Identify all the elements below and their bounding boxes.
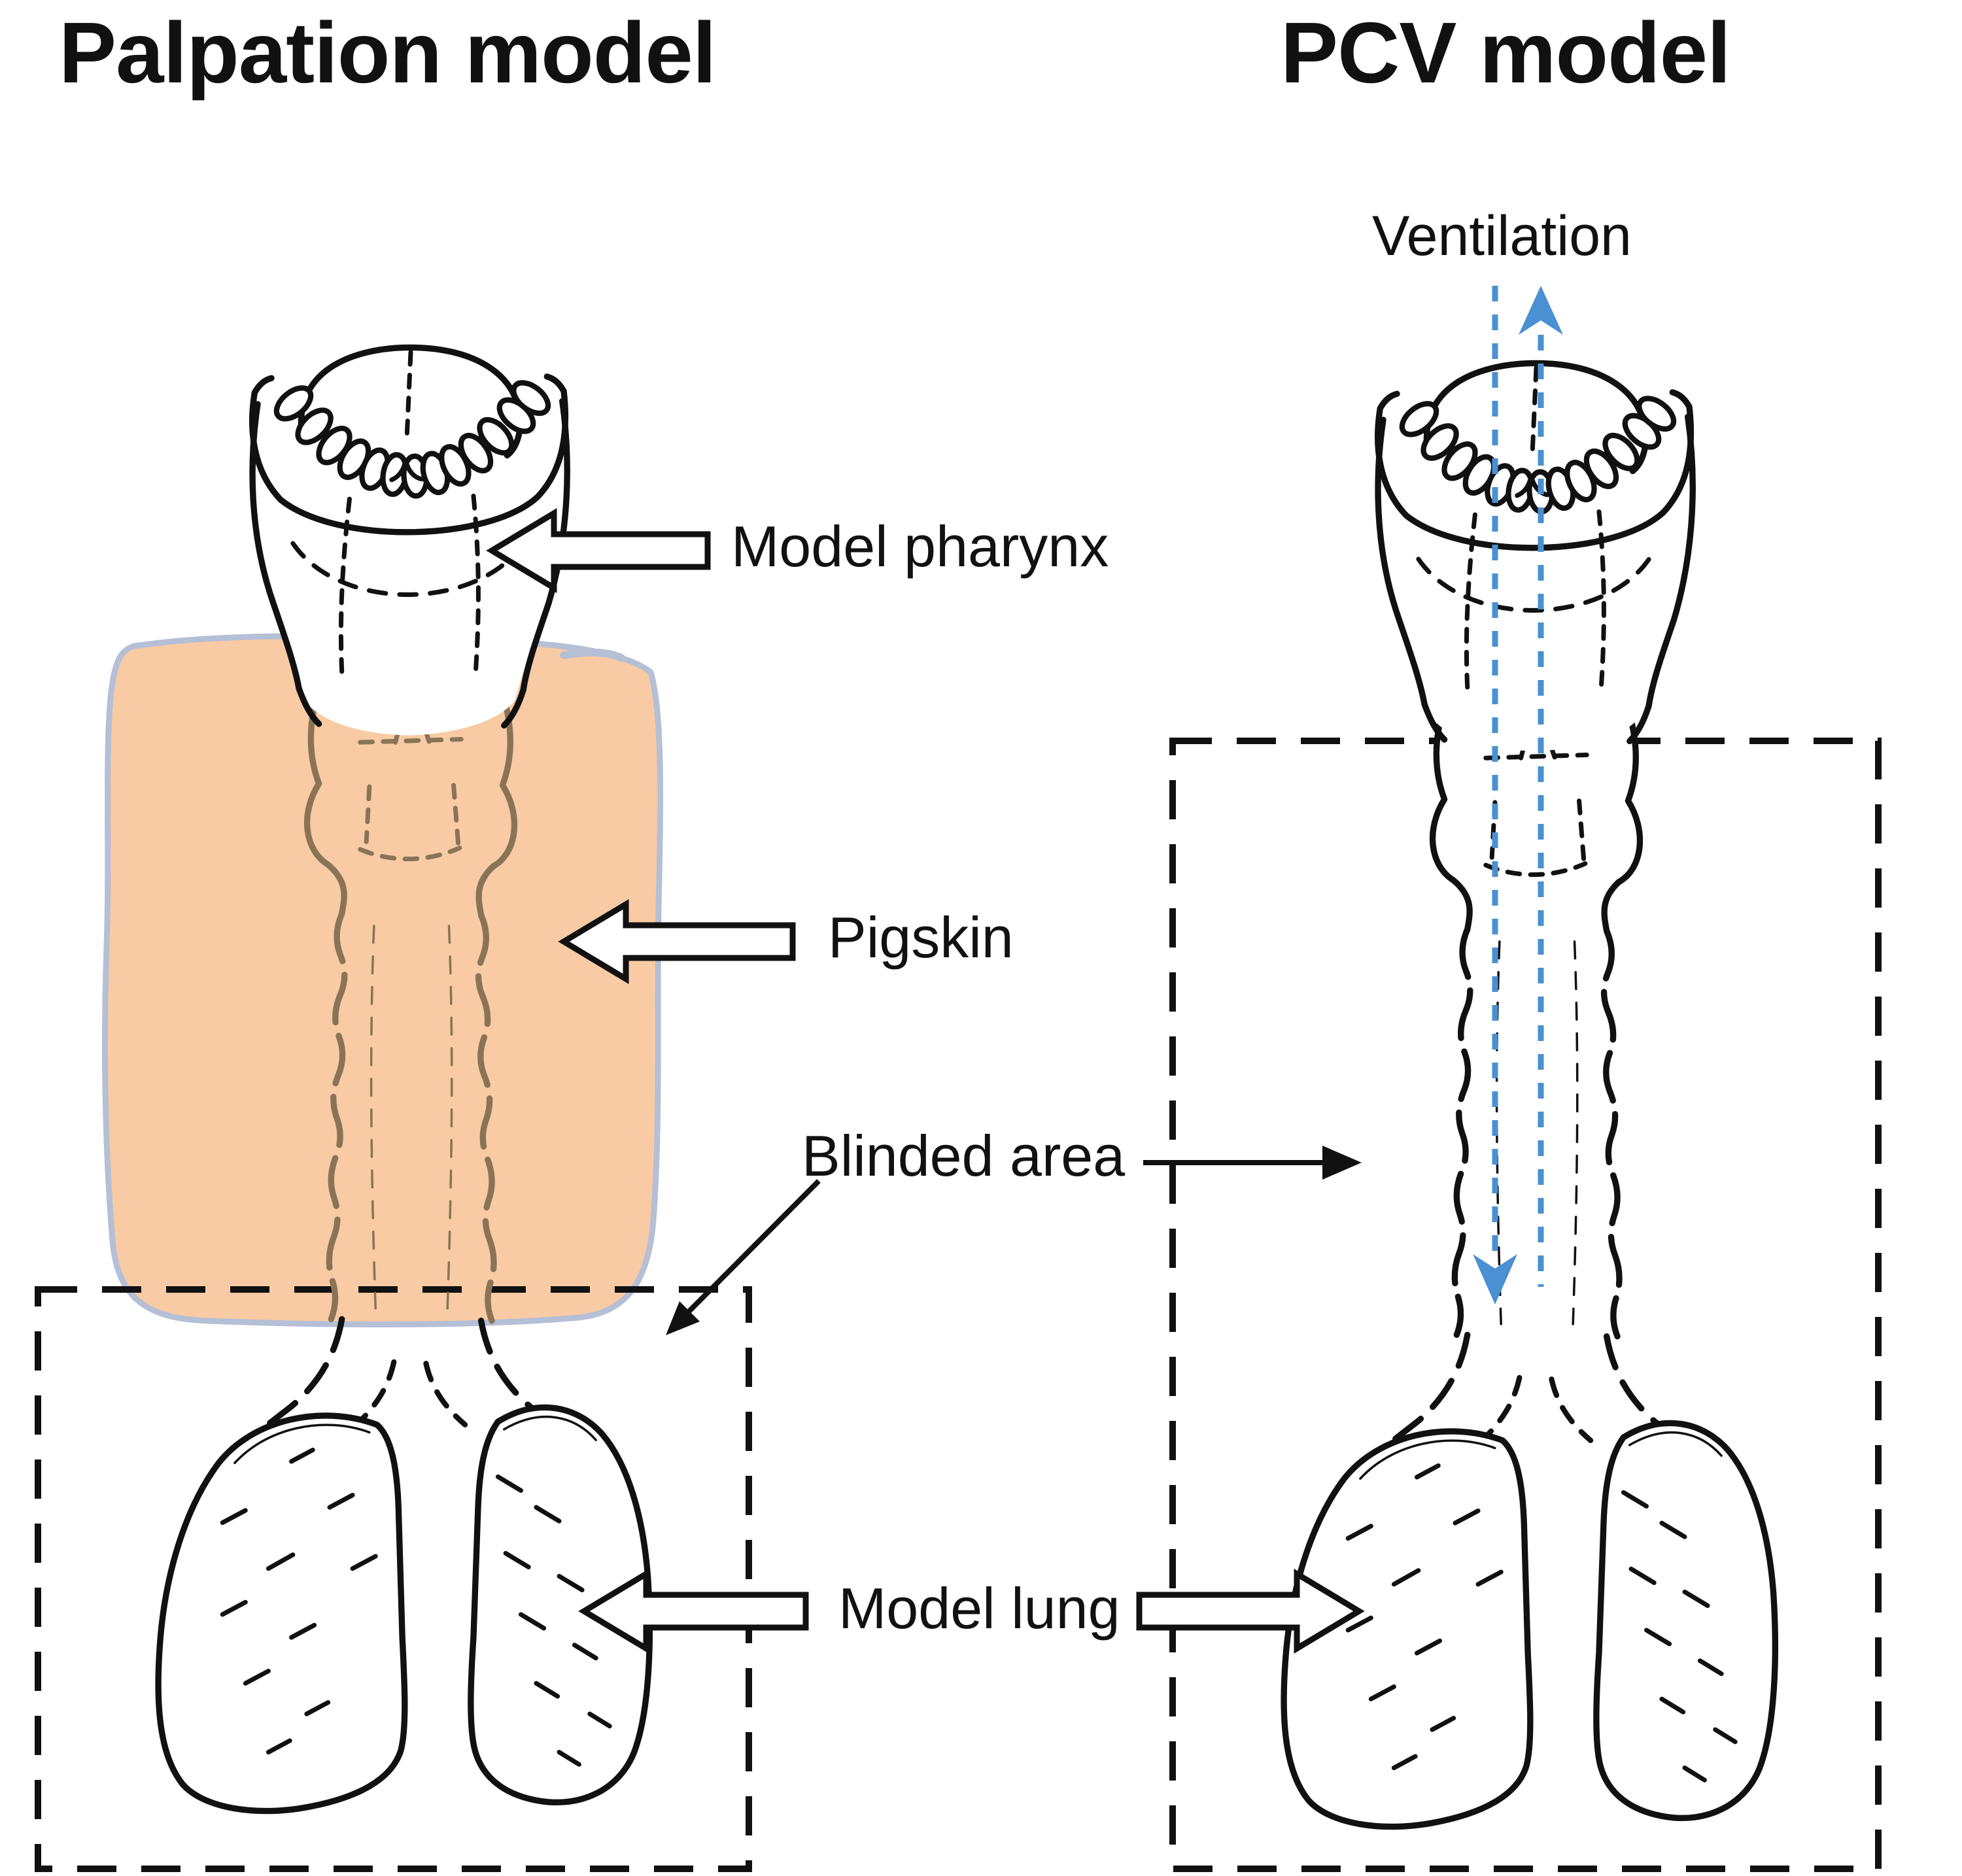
right-model-airway bbox=[1433, 683, 1640, 1337]
blinded-area-pointers bbox=[666, 1146, 1362, 1335]
model-lung-label: Model lung bbox=[838, 1576, 1120, 1641]
blinded-area-arrow-left-line bbox=[684, 1179, 821, 1316]
model-pharynx-label: Model pharynx bbox=[731, 514, 1109, 579]
ventilation-down-arrow bbox=[1473, 1254, 1517, 1305]
left-blinded-box bbox=[35, 1286, 752, 1872]
pigskin-highlight bbox=[560, 648, 625, 662]
pigskin-label: Pigskin bbox=[828, 905, 1014, 970]
pigskin-shape bbox=[101, 633, 664, 1327]
pigskin-arrow bbox=[558, 899, 796, 984]
right-model-title: PCV model bbox=[1281, 5, 1731, 101]
blinded-area-label: Blinded area bbox=[802, 1123, 1126, 1188]
ventilation-up-arrow bbox=[1519, 286, 1563, 335]
blinded-area-arrow-right-head bbox=[1322, 1146, 1362, 1180]
right-model-lungs bbox=[1284, 1335, 1775, 1826]
model-lung-arrow-right bbox=[1136, 1569, 1365, 1654]
right-model-pharynx bbox=[1378, 363, 1693, 751]
model-pharynx-arrow bbox=[486, 508, 711, 593]
ventilation-flow bbox=[1473, 286, 1563, 1305]
blinded-area-arrow-left-head bbox=[666, 1301, 700, 1335]
ventilation-label: Ventilation bbox=[1372, 205, 1632, 267]
model-lung-arrow-left bbox=[578, 1569, 809, 1654]
left-model-lungs bbox=[158, 1319, 649, 1811]
left-model-title: Palpation model bbox=[59, 5, 716, 101]
